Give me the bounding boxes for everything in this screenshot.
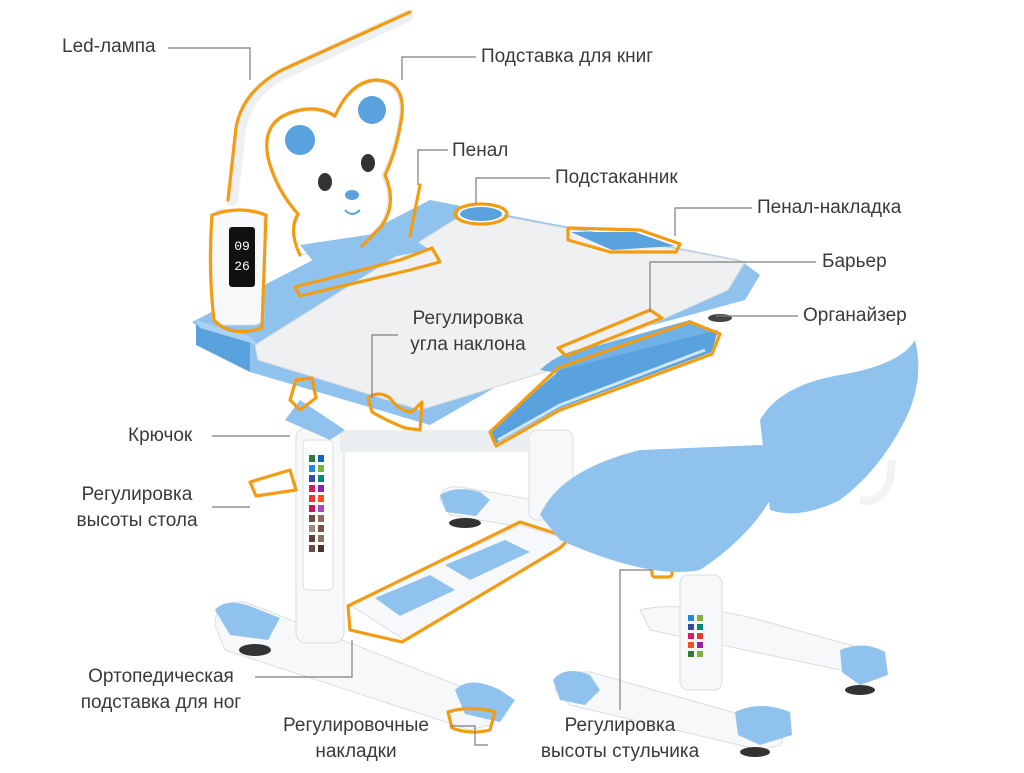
- chair: [540, 340, 919, 757]
- label-led-lamp: Led-лампа: [62, 36, 156, 57]
- adjust-pads-outline: [446, 706, 497, 734]
- label-chair-height: Регулировка высоты стульчика: [520, 713, 720, 765]
- led-lamp: 09 26: [208, 10, 413, 334]
- label-table-height-line1: Регулировка: [81, 484, 193, 505]
- foot-rest: [346, 520, 572, 644]
- label-table-height-line2: высоты стола: [76, 510, 198, 531]
- label-footrest-line1: Ортопедическая: [88, 666, 234, 687]
- label-hook: Крючок: [128, 425, 193, 446]
- pencil-case-hook-outline: [408, 183, 422, 238]
- label-pencil-case-overlay: Пенал-накладка: [757, 197, 902, 218]
- organizer-outline: [488, 320, 722, 448]
- label-table-height: Регулировка высоты стола: [66, 482, 208, 534]
- label-book-stand: Подставка для книг: [481, 46, 654, 67]
- barrier-outline: [556, 308, 664, 358]
- label-cup-holder: Подстаканник: [555, 167, 678, 188]
- lamp-display-line1: 09: [234, 239, 250, 254]
- label-footrest: Ортопедическая подставка для ног: [66, 664, 256, 716]
- label-adjust-pads: Регулировочные накладки: [266, 713, 446, 765]
- label-chair-height-line1: Регулировка: [564, 715, 676, 736]
- table-height-handle-outline: [248, 468, 298, 498]
- lamp-display: [229, 227, 255, 287]
- tilt-adjust-outline: [366, 392, 424, 432]
- desk-legs: [285, 400, 574, 644]
- height-scale-left: [309, 455, 324, 552]
- label-chair-height-line2: высоты стульчика: [540, 741, 700, 762]
- cup-holder-outline: [453, 202, 509, 226]
- label-footrest-line2: подставка для ног: [80, 692, 242, 713]
- label-barrier: Барьер: [822, 251, 887, 272]
- label-tilt-adjust: Регулировка угла наклона: [398, 306, 538, 358]
- pencil-case-outline: [293, 246, 442, 298]
- pencil-overlay-outline: [566, 226, 682, 254]
- label-adjust-pads-line2: накладки: [315, 741, 397, 762]
- label-adjust-pads-line1: Регулировочные: [283, 715, 429, 736]
- label-tilt-adjust-line2: угла наклона: [410, 334, 526, 355]
- hook-outline: [288, 376, 318, 412]
- label-organizer: Органайзер: [803, 305, 907, 326]
- lamp-display-line2: 26: [234, 259, 250, 274]
- label-pencil-case: Пенал: [452, 140, 509, 161]
- label-tilt-adjust-line1: Регулировка: [412, 308, 524, 329]
- height-scale-right: [688, 615, 703, 657]
- leader-lines: [168, 47, 816, 746]
- book-stand: [265, 78, 430, 270]
